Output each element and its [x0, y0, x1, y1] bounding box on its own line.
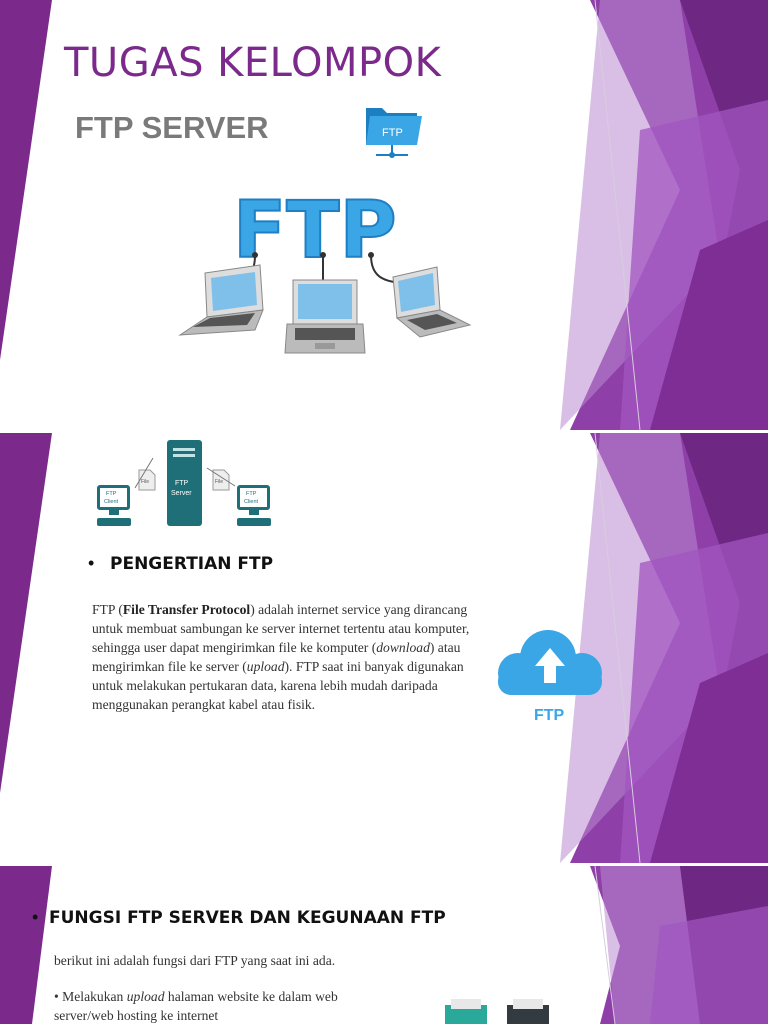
slide-2: FTP Server FTP Client FTP Client File Fi… — [0, 433, 768, 863]
slide-3-decoration — [0, 866, 768, 1024]
para-text-1: FTP ( — [92, 602, 123, 617]
slide-title: TUGAS KELOMPOK — [64, 40, 442, 86]
para-text-4: ). FTP saat ini banyak digunakan untuk m… — [92, 659, 464, 712]
item1-text-1: Melakukan — [62, 989, 127, 1004]
ftp-folder-icon: FTP — [366, 108, 422, 158]
file-right-icon: File — [206, 467, 236, 491]
fungsi-intro-text: berikut ini adalah fungsi dari FTP yang … — [54, 953, 336, 968]
para-italic-upload: upload — [246, 659, 285, 674]
bullet-marker: • — [88, 553, 95, 573]
svg-text:FTP: FTP — [175, 480, 189, 487]
bullet-marker: • — [32, 907, 39, 927]
cloud-upload-icon: FTP — [498, 630, 602, 724]
laptop-right-icon — [392, 266, 472, 338]
para-text-2: ) adalah internet service yang dirancang… — [92, 602, 470, 655]
section-heading-pengertian: PENGERTIAN FTP — [110, 554, 274, 574]
laptop-left-icon — [178, 264, 264, 336]
fungsi-item-1: • Melakukan upload halaman website ke da… — [54, 987, 404, 1024]
slide-1: TUGAS KELOMPOK FTP SERVER FTP FTP — [0, 0, 768, 430]
item1-line-2: server/web hosting ke internet — [54, 1008, 219, 1023]
svg-text:FTP: FTP — [233, 186, 397, 276]
svg-text:Client: Client — [104, 499, 119, 505]
section-heading-fungsi: FUNGSI FTP SERVER DAN KEGUNAAN FTP — [49, 908, 446, 928]
ftp-client-left-icon: FTP Client — [97, 485, 131, 526]
ftp-server-icon: FTP Server — [167, 440, 202, 526]
ftp-network-illustration: FTP — [178, 185, 472, 354]
para-bold-term: File Transfer Protocol — [122, 602, 251, 617]
svg-text:FTP: FTP — [246, 491, 257, 497]
svg-text:FTP: FTP — [534, 707, 565, 724]
item1-text-2: halaman website ke dalam web — [164, 989, 338, 1004]
file-transfer-folders-icon — [445, 999, 549, 1024]
para-text-3: ) atau mengirimkan file ke server ( — [92, 640, 461, 674]
slide-3: • FUNGSI FTP SERVER DAN KEGUNAAN FTP ber… — [0, 866, 768, 1024]
svg-text:File: File — [141, 479, 149, 485]
file-left-icon: File — [134, 457, 156, 491]
ftp-client-right-icon: FTP Client — [237, 485, 271, 526]
pengertian-paragraph: FTP (File Transfer Protocol) adalah inte… — [92, 600, 470, 714]
slide-2-decoration — [0, 433, 768, 863]
slide-subtitle: FTP SERVER — [75, 110, 269, 145]
svg-text:FTP: FTP — [382, 127, 403, 139]
svg-text:FTP: FTP — [106, 491, 117, 497]
item1-italic-upload: upload — [126, 989, 165, 1004]
item-bullet: • — [54, 989, 59, 1004]
svg-text:File: File — [215, 479, 223, 485]
slide-1-decoration — [0, 0, 768, 430]
ftp-client-server-diagram: FTP Server FTP Client FTP Client File Fi… — [97, 440, 271, 526]
para-italic-download: download — [376, 640, 430, 655]
svg-text:Client: Client — [244, 499, 259, 505]
laptop-middle-icon — [284, 279, 366, 354]
svg-text:Server: Server — [171, 490, 192, 497]
